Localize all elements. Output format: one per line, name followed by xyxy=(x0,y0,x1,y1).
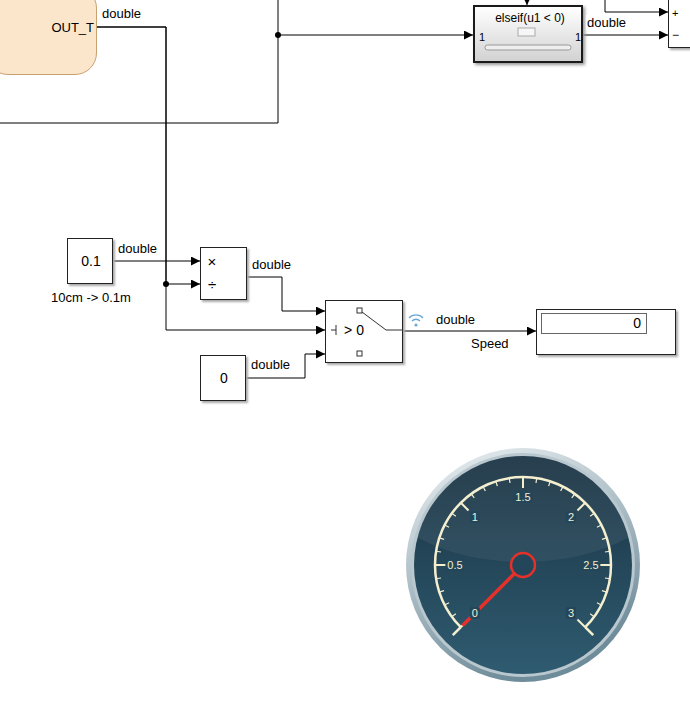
icon-box xyxy=(518,28,535,36)
gauge-tick xyxy=(590,513,594,516)
gauge-tick xyxy=(496,481,498,486)
signal-line xyxy=(97,27,325,330)
signal-line xyxy=(403,331,536,332)
signal-line xyxy=(583,35,668,36)
gauge-dial: 0 0.5 1 1.5 2 2.5 3 xyxy=(405,447,641,683)
port-number: 1 xyxy=(575,31,581,43)
gauge-tick xyxy=(597,603,601,605)
switch-criterion: > 0 xyxy=(344,323,364,338)
constant-value: 0 xyxy=(220,371,228,386)
switch-block: > 0 xyxy=(325,300,403,363)
gauge-tick xyxy=(471,494,474,498)
scale-number: 2.5 xyxy=(581,559,600,571)
gauge-face xyxy=(405,447,641,683)
divide-sign: ÷ xyxy=(208,277,216,294)
signal-line xyxy=(247,277,325,311)
signal-wire xyxy=(278,35,473,36)
display-value: 0 xyxy=(633,316,641,331)
switch-contact xyxy=(357,308,362,313)
constant-value: 0.1 xyxy=(81,254,100,269)
switch-lever xyxy=(362,312,403,330)
if-action-block: elseif(u1 < 0) 1 1 xyxy=(473,5,583,63)
scale-number: 1.5 xyxy=(513,491,532,503)
signal-line xyxy=(246,354,325,378)
gauge-scale-arc xyxy=(435,477,611,627)
gauge-tick xyxy=(445,603,449,605)
display-block: 0 xyxy=(536,309,676,355)
gauge-tick xyxy=(439,591,444,593)
gauge-scale-end xyxy=(453,627,461,635)
signal-type-label: double xyxy=(101,6,142,21)
gauge-tick xyxy=(535,478,537,483)
scale-number: 0 xyxy=(470,607,480,619)
gauge-tick xyxy=(509,478,511,483)
gauge-bezel xyxy=(406,448,640,682)
icon-slider xyxy=(485,45,571,50)
gauge-tick xyxy=(452,614,456,617)
signal-type-label: double xyxy=(117,241,158,256)
needle-hub xyxy=(511,553,535,577)
scale-number: 2 xyxy=(566,511,576,523)
gauge-tick xyxy=(549,481,551,486)
block-annotation: 10cm -> 0.1m xyxy=(51,291,131,305)
gauge-tick xyxy=(436,551,441,553)
gauge-tick xyxy=(483,487,485,491)
gauge-tick xyxy=(577,619,585,627)
display-field xyxy=(541,313,647,334)
gauge-tick xyxy=(602,591,607,593)
sign-minus: − xyxy=(672,29,679,42)
stream-icon xyxy=(409,315,423,327)
block-title: elseif(u1 < 0) xyxy=(495,12,565,25)
signal-name: Speed xyxy=(470,336,510,351)
signal-type-label: double xyxy=(250,357,291,372)
gauge-tick xyxy=(445,525,449,527)
scale-number: 3 xyxy=(566,607,576,619)
gauge-tick xyxy=(600,564,611,566)
signal-line xyxy=(113,261,200,262)
scale-number: 0.5 xyxy=(445,559,464,571)
gauge-scale-end xyxy=(585,627,593,635)
gauge-tick xyxy=(605,577,610,579)
stream-arc xyxy=(412,319,420,321)
branch-dot xyxy=(275,32,281,38)
gauge-needle xyxy=(464,572,516,624)
constant-block: 0 xyxy=(200,355,246,401)
signal-type-label: double xyxy=(586,15,627,30)
gauge-tick xyxy=(590,614,594,617)
gauge-tick xyxy=(597,525,601,527)
multiply-sign: × xyxy=(208,254,217,271)
gauge-tick xyxy=(561,487,563,491)
gauge-tick xyxy=(461,503,469,511)
gauge-tick xyxy=(602,538,607,540)
switch-icon xyxy=(326,301,404,364)
switch-contact xyxy=(357,351,362,356)
port-number: 1 xyxy=(479,31,485,43)
gauge-glass xyxy=(405,447,641,562)
sum-block: +− xyxy=(668,0,690,48)
gauge-tick xyxy=(522,477,524,488)
signal-type-label: double xyxy=(251,257,292,272)
gauge-tick xyxy=(577,503,585,511)
product-block: ×÷ xyxy=(200,247,247,300)
stream-arc xyxy=(409,315,423,318)
gauge-tick xyxy=(572,494,575,498)
gauge-rim xyxy=(411,453,635,677)
scale-number: 1 xyxy=(470,511,480,523)
gauge-tick xyxy=(436,577,441,579)
constant-block: 0.110cm -> 0.1m xyxy=(67,238,113,284)
stateflow-chart: OUT_T xyxy=(0,0,97,75)
sign-plus: + xyxy=(672,7,678,19)
stream-dot xyxy=(414,323,417,326)
gauge-tick xyxy=(605,551,610,553)
gauge-tick xyxy=(439,538,444,540)
signal-type-label: double xyxy=(435,312,476,327)
output-port-label: OUT_T xyxy=(51,21,94,35)
threshold-mark xyxy=(331,325,336,335)
gauge-tick xyxy=(452,513,456,516)
gauge-tick xyxy=(435,564,446,566)
signal-wire xyxy=(605,0,668,12)
